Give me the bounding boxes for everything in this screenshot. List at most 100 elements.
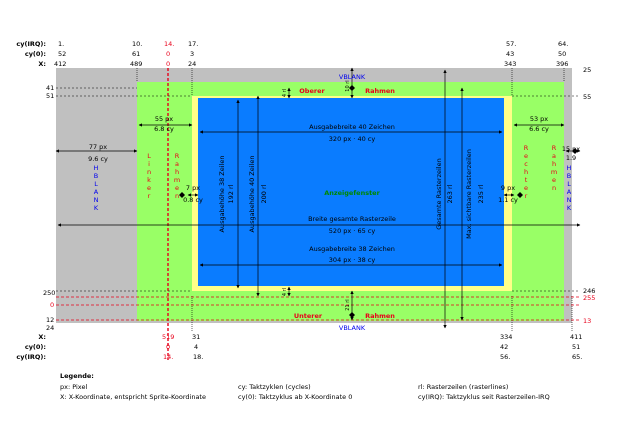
top-4-rl: 4 rl	[282, 89, 288, 97]
header-label-x-top: X:	[38, 60, 46, 68]
top-10-rl: 10 rl	[345, 80, 351, 91]
right-53-px: 53 px	[530, 115, 548, 123]
hdr-cy0-61: 61	[132, 50, 140, 58]
hdr-bcy-4: 4	[194, 343, 198, 351]
height38-title: Ausgabehöhe 38 Zeilen	[218, 156, 226, 233]
lower-border-label-2: Rahmen	[365, 312, 395, 320]
height40-title: Ausgabehöhe 40 Zeilen	[248, 156, 256, 233]
measure-arrows	[55, 67, 581, 329]
header-label-cy0-top: cy(0):	[24, 50, 46, 58]
hdr-irq-17: 17.	[188, 40, 198, 48]
width40-value: 320 px · 40 cy	[329, 135, 376, 143]
upper-border-label-2: Rahmen	[365, 87, 395, 95]
header-label-irq-bottom: cy(IRQ):	[16, 353, 46, 361]
column-guides	[136, 68, 573, 332]
hdr-cy0-0: 0	[166, 50, 170, 58]
rl-left-250: 250	[43, 289, 55, 297]
left-77-px: 77 px	[89, 143, 107, 151]
hdr-irq-64: 64.	[558, 40, 568, 48]
hdr-bx-411: 411	[570, 333, 582, 341]
header-top-values: 1. 10. 14. 17. 57. 64. 52 61 0 3 43 50 4…	[54, 40, 568, 68]
header-bottom-values: 519 31 334 411 0 4 42 51 14. 18. 56. 65.	[162, 333, 582, 361]
total-title: Breite gesamte Rasterzeile	[308, 215, 396, 223]
legend-item-x: X: X-Koordinate, entspricht Sprite-Koord…	[60, 393, 206, 401]
width38-title: Ausgabebreite 38 Zeichen	[309, 245, 395, 253]
header-label-x-bottom: X:	[38, 333, 46, 341]
bottom-4-rl: 4 rl	[282, 288, 288, 296]
hdr-bx-519: 519	[162, 333, 174, 341]
hdr-bx-334: 334	[500, 333, 512, 341]
hdr-birq-14: 14.	[163, 353, 173, 361]
right-9-px: 9 px	[501, 184, 515, 192]
hdr-irq-1: 1.	[58, 40, 64, 48]
region-labels: VBLANK VBLANK Oberer Rahmen Unterer Rahm…	[94, 73, 572, 332]
total-value: 520 px · 65 cy	[329, 227, 376, 235]
vblank-top-label: VBLANK	[339, 73, 366, 81]
hdr-cy0-50: 50	[558, 50, 566, 58]
hdr-bx-31: 31	[192, 333, 200, 341]
bottom-21-rl: 21 rl	[345, 299, 351, 310]
upper-border-label-1: Oberer	[299, 87, 325, 95]
legend-item-irq: cy(IRQ): Taktzyklus seit Rasterzeilen-IR…	[418, 393, 550, 401]
hdr-birq-18: 18.	[193, 353, 203, 361]
display-window-label: Anzeigefenster	[324, 189, 380, 197]
hdr-birq-56: 56.	[500, 353, 510, 361]
total-lines-title: Gesamte Rasterzeilen	[435, 158, 443, 229]
left-7-cy: 0.8 cy	[183, 196, 203, 204]
hdr-x-0: 0	[166, 60, 170, 68]
legend-item-px: px: Pixel	[60, 383, 88, 391]
visible-lines-title: Max. sichtbare Rasterzeilen	[465, 149, 473, 239]
hdr-x-24: 24	[188, 60, 196, 68]
right-15-px: 15 px	[562, 145, 580, 153]
rl-right-246: 246	[583, 287, 595, 295]
hdr-cy0-52: 52	[58, 50, 66, 58]
rl-left-51: 51	[46, 92, 54, 100]
header-label-cy0-bottom: cy(0):	[24, 343, 46, 351]
hdr-x-396: 396	[556, 60, 568, 68]
legend-item-rl: rl: Rasterzeilen (rasterlines)	[418, 383, 509, 391]
rl-left-12: 12	[46, 316, 54, 324]
rl-left-41: 41	[46, 84, 54, 92]
measure-labels: Ausgabebreite 40 Zeichen 320 px · 40 cy …	[88, 80, 580, 310]
header-label-irq-top: cy(IRQ):	[16, 40, 46, 48]
total-lines-value: 263 rl	[446, 184, 454, 203]
right-9-cy: 1.1 cy	[498, 196, 518, 204]
width38-value: 304 px · 38 cy	[329, 256, 376, 264]
hdr-bcy-0: 0	[166, 343, 170, 351]
raster-line-numbers: 41 51 250 0 12 24 25 55 246 255 13	[43, 66, 595, 332]
lower-border-label-1: Unterer	[294, 312, 323, 320]
left-55-px: 55 px	[155, 115, 173, 123]
hdr-irq-10: 10.	[132, 40, 142, 48]
vblank-bottom-label: VBLANK	[339, 324, 366, 332]
rl-right-255: 255	[583, 294, 595, 302]
hdr-birq-65: 65.	[572, 353, 582, 361]
hdr-bcy-42: 42	[500, 343, 508, 351]
right-15-cy: 1.9	[566, 154, 576, 162]
rl-right-55: 55	[583, 93, 591, 101]
height40-value: 200 rl	[260, 184, 268, 203]
height38-value: 192 rl	[227, 184, 235, 203]
raster-guides	[56, 87, 580, 292]
rl-right-13: 13	[583, 317, 591, 325]
rl-left-0: 0	[50, 301, 54, 309]
hdr-irq-14: 14.	[164, 40, 174, 48]
width40-title: Ausgabebreite 40 Zeichen	[309, 123, 395, 131]
diamond-markers	[179, 85, 578, 318]
visible-lines-value: 235 rl	[477, 184, 485, 203]
rl-right-25: 25	[583, 66, 591, 74]
hdr-irq-57: 57.	[506, 40, 516, 48]
hdr-bcy-51: 51	[572, 343, 580, 351]
hdr-x-343: 343	[504, 60, 516, 68]
rl-left-24: 24	[46, 324, 54, 332]
left-77-cy: 9.6 cy	[88, 155, 108, 163]
left-55-cy: 6.8 cy	[154, 125, 174, 133]
left-7-px: 7 px	[186, 184, 200, 192]
legend-item-cy0: cy(0): Taktzyklus ab X-Koordinate 0	[238, 393, 353, 401]
legend-item-cy: cy: Taktzyklen (cycles)	[238, 383, 311, 391]
hdr-cy0-3: 3	[190, 50, 194, 58]
